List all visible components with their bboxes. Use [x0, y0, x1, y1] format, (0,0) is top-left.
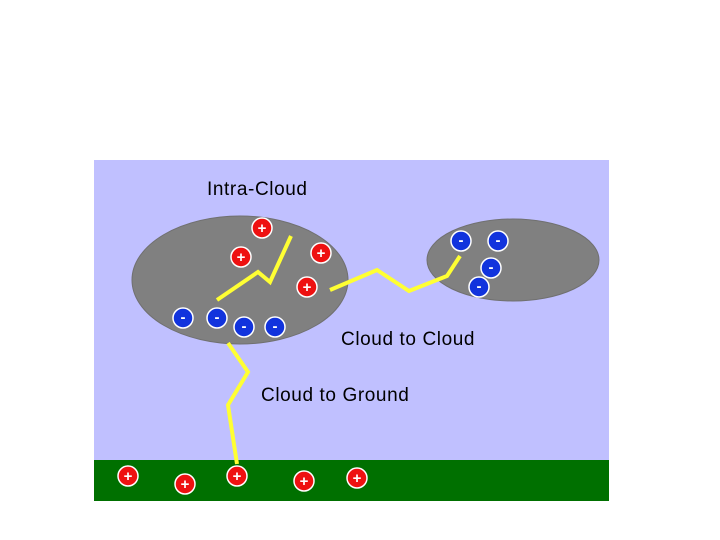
svg-text:+: +	[181, 476, 190, 493]
svg-text:+: +	[353, 470, 362, 487]
svg-text:-: -	[215, 309, 220, 326]
negative-charge: -	[206, 307, 228, 329]
negative-charge: -	[468, 276, 490, 298]
positive-charge: +	[310, 242, 332, 264]
left-cloud-negative-charges: - - - -	[172, 307, 286, 338]
svg-text:-: -	[242, 318, 247, 335]
positive-charge: +	[226, 465, 248, 487]
negative-charge: -	[450, 230, 472, 252]
cloud-to-cloud-label: Cloud to Cloud	[341, 329, 475, 350]
svg-text:+: +	[237, 249, 246, 266]
svg-text:-: -	[477, 278, 482, 295]
left-cloud-positive-charges: + + + +	[230, 217, 332, 298]
negative-charge: -	[172, 307, 194, 329]
cloud-to-ground-label: Cloud to Ground	[261, 385, 409, 406]
svg-text:+: +	[258, 220, 267, 237]
positive-charge: +	[293, 470, 315, 492]
positive-charge: +	[251, 217, 273, 239]
svg-text:-: -	[459, 232, 464, 249]
negative-charge: -	[487, 230, 509, 252]
right-cloud	[426, 218, 600, 302]
svg-text:-: -	[273, 318, 278, 335]
cloud-to-cloud-lightning	[329, 254, 462, 294]
svg-text:+: +	[300, 473, 309, 490]
right-cloud-negative-charges: - - - -	[450, 230, 509, 298]
negative-charge: -	[233, 316, 255, 338]
svg-text:+: +	[303, 279, 312, 296]
intra-cloud-label: Intra-Cloud	[207, 179, 308, 200]
positive-charge: +	[346, 467, 368, 489]
svg-text:-: -	[489, 259, 494, 276]
positive-charge: +	[296, 276, 318, 298]
cloud-to-ground-lightning	[225, 341, 251, 465]
svg-text:+: +	[317, 245, 326, 262]
svg-text:+: +	[124, 468, 133, 485]
ground-positive-charges: + + + + +	[117, 465, 368, 495]
intra-cloud-lightning	[215, 235, 293, 302]
svg-text:-: -	[496, 232, 501, 249]
negative-charge: -	[480, 257, 502, 279]
positive-charge: +	[174, 473, 196, 495]
svg-text:-: -	[181, 309, 186, 326]
negative-charge: -	[264, 316, 286, 338]
positive-charge: +	[230, 246, 252, 268]
svg-text:+: +	[233, 468, 242, 485]
positive-charge: +	[117, 465, 139, 487]
